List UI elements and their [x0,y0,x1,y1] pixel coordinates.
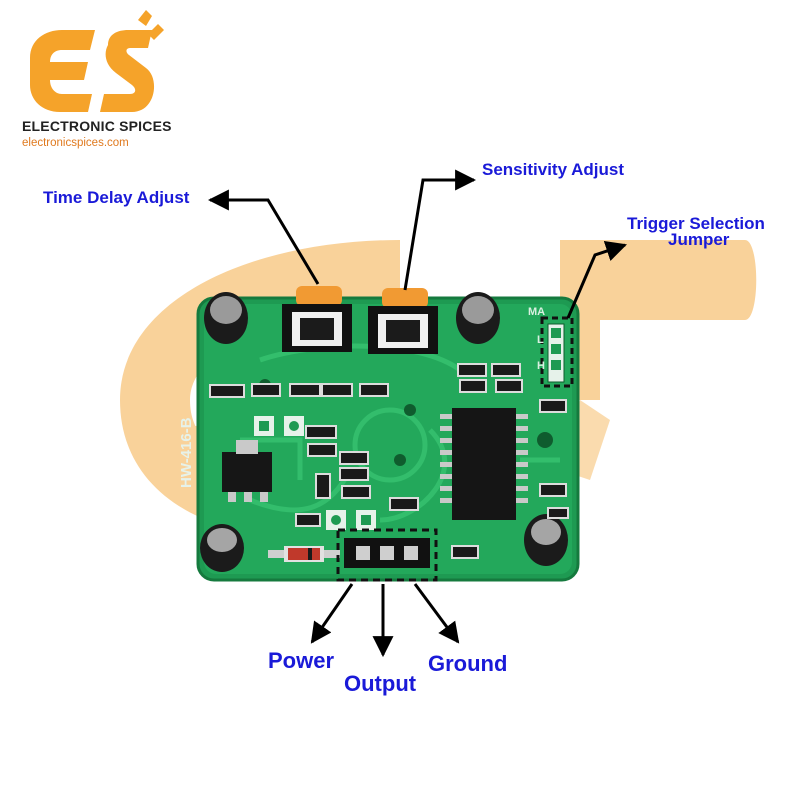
pin-header-highlight [336,528,438,582]
diode [268,546,340,562]
jumper-label-h: H [537,360,545,372]
output-label: Output [344,671,417,696]
trigger-jumper-highlight [540,316,574,388]
brand-name: ELECTRONIC SPICES [22,118,172,134]
power-arrow [310,583,354,644]
time-delay-potentiometer [282,286,352,352]
jumper-label-l: L [537,334,544,346]
pin-header [344,538,430,568]
capacitor [200,524,244,572]
time-delay-label: Time Delay Adjust [43,188,190,207]
board-model-label: HW-416-B [178,417,195,488]
trigger-jumper-label: Jumper [668,230,730,249]
brand-url: electronicspices.com [22,137,129,149]
brand-logo [30,10,164,112]
pir-sensor-board [196,286,580,582]
capacitor [204,292,248,344]
power-label: Power [268,648,335,673]
jumper-label-ma: MA [528,306,546,318]
callout-arrows [207,169,627,658]
trigger-jumper-arrow [566,241,627,319]
sensitivity-label: Sensitivity Adjust [482,160,625,179]
capacitor [456,292,500,344]
test-pads [254,416,376,530]
voltage-regulator [222,440,272,502]
smd-resistors [209,363,569,559]
sensitivity-potentiometer [368,288,438,354]
ground-arrow [413,583,460,644]
trigger-jumper [547,323,565,383]
ic-chip [440,408,528,520]
capacitor [524,514,568,566]
ground-label: Ground [428,651,508,676]
time-delay-arrow [207,189,320,285]
sensitivity-arrow [403,169,477,291]
trigger-selection-label: Trigger Selection [627,214,765,233]
